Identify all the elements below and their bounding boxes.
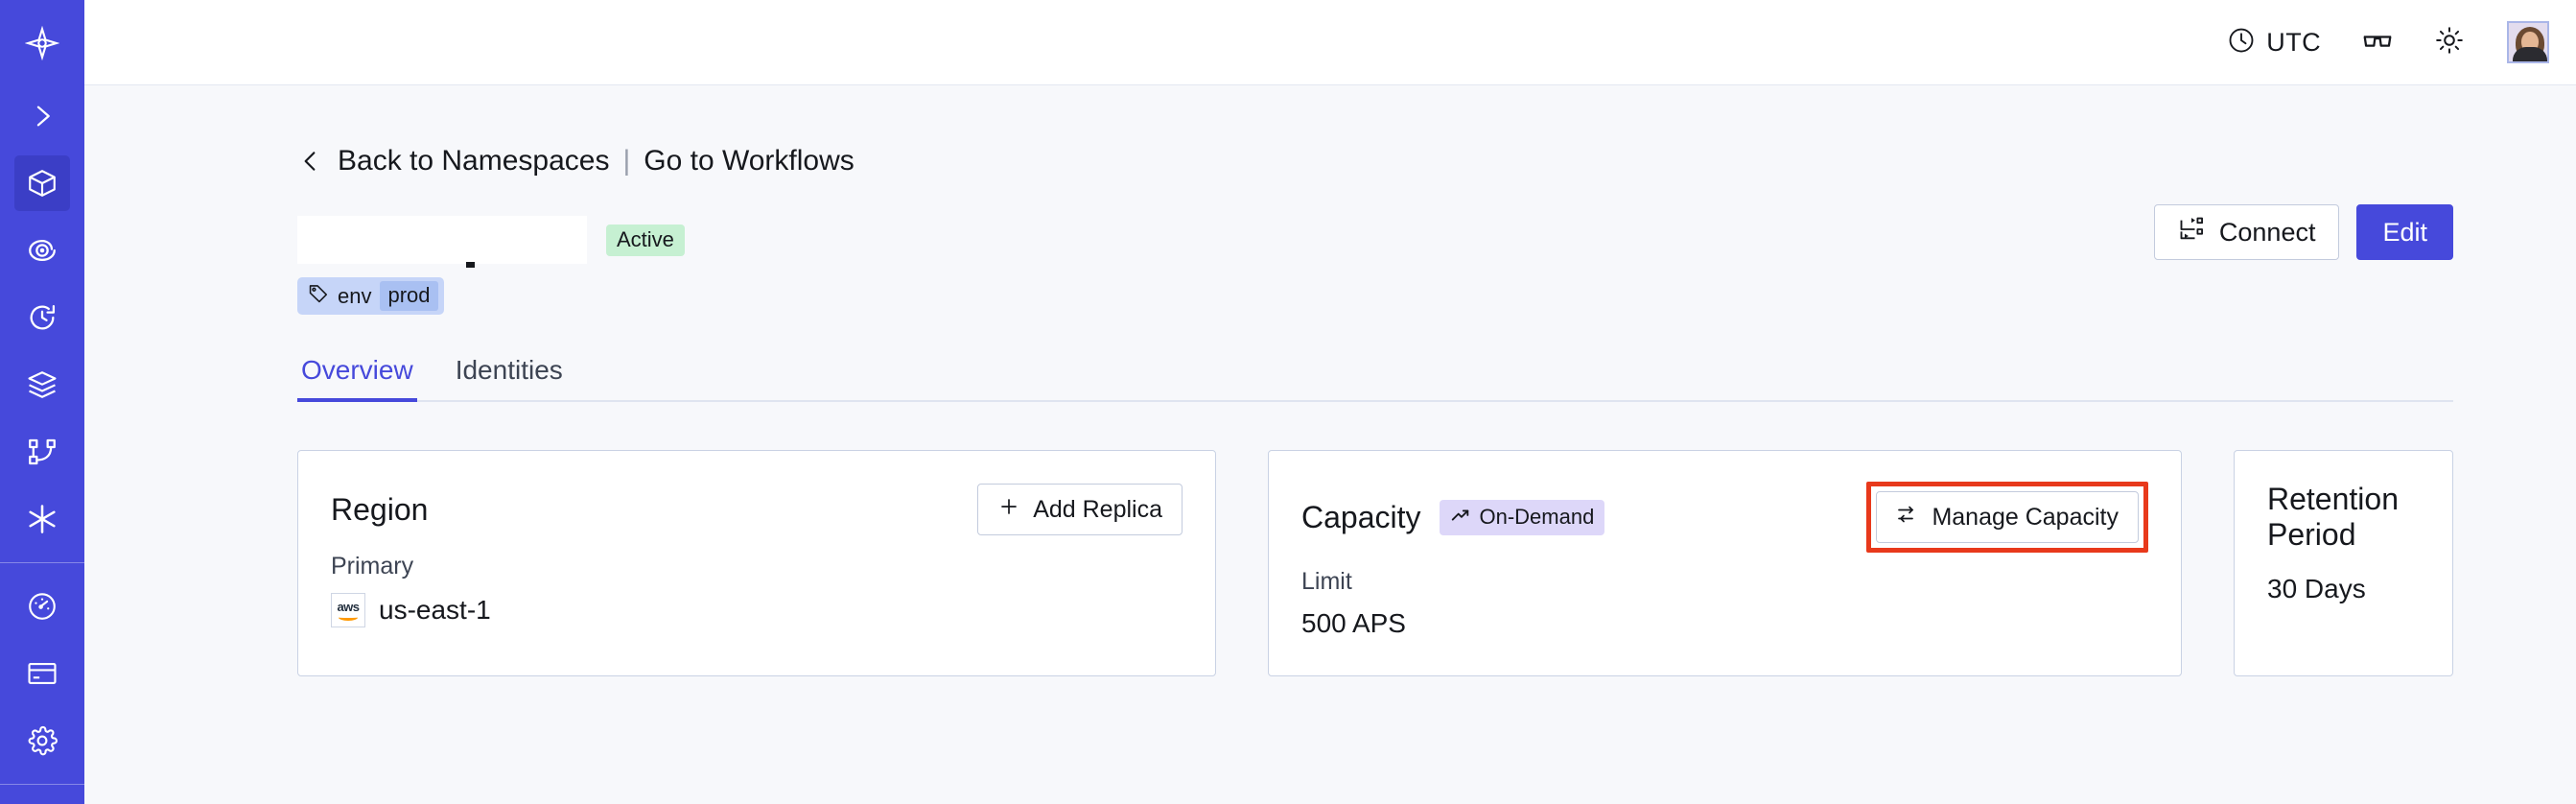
- sidebar-item-observability[interactable]: [14, 223, 70, 278]
- capacity-mode-badge: On-Demand: [1439, 499, 1605, 535]
- sidebar-item-workflows[interactable]: [14, 424, 70, 480]
- region-sub-label: Primary: [331, 553, 414, 579]
- asterisk-icon: [25, 502, 59, 536]
- namespace-tag[interactable]: env prod: [297, 277, 444, 315]
- header-actions: Connect Edit: [2153, 204, 2453, 260]
- docs-button[interactable]: [2361, 24, 2394, 61]
- timezone-label: UTC: [2266, 27, 2321, 57]
- sidebar: [0, 0, 84, 804]
- aws-logo-swoosh: [339, 614, 358, 621]
- chevron-right-icon: [27, 101, 58, 131]
- manage-capacity-label: Manage Capacity: [1932, 503, 2119, 531]
- sun-icon: [2434, 25, 2465, 60]
- sidebar-item-settings[interactable]: [14, 713, 70, 769]
- page-title: [297, 216, 587, 268]
- connection-icon: [2178, 216, 2205, 249]
- capacity-card-title: Capacity: [1301, 499, 1421, 534]
- avatar-body: [2513, 47, 2547, 61]
- tag-value: prod: [380, 281, 438, 311]
- tab-identities[interactable]: Identities: [455, 355, 563, 385]
- capacity-mode-label: On-Demand: [1479, 504, 1595, 529]
- avatar[interactable]: [2507, 21, 2549, 63]
- tab-overview[interactable]: Overview: [297, 355, 417, 402]
- region-card-title-group: Region: [331, 492, 428, 528]
- temporal-logo-icon: [25, 26, 59, 60]
- capacity-value: 500 APS: [1301, 608, 1406, 638]
- region-card-title: Region: [331, 491, 429, 527]
- manage-capacity-highlight: Manage Capacity: [1866, 482, 2148, 553]
- edit-button-label: Edit: [2382, 217, 2427, 247]
- add-replica-label: Add Replica: [1033, 495, 1162, 523]
- capacity-card-header: Capacity On-Demand: [1301, 482, 2148, 553]
- sidebar-item-batch[interactable]: [14, 357, 70, 413]
- edit-button[interactable]: Edit: [2356, 204, 2453, 260]
- capacity-card-title-group: Capacity On-Demand: [1301, 499, 1605, 535]
- retention-card-title: Retention Period: [2267, 482, 2399, 552]
- sidebar-item-usage[interactable]: [14, 579, 70, 634]
- breadcrumb: Back to Namespaces | Go to Workflows: [297, 145, 2453, 177]
- sidebar-item-expand[interactable]: [14, 88, 70, 144]
- main-content: Back to Namespaces | Go to Workflows Act…: [84, 85, 2576, 804]
- theme-toggle-button[interactable]: [2434, 25, 2465, 60]
- title-dot-glyph: [466, 262, 475, 268]
- page-title-row: Active: [297, 204, 2453, 268]
- region-value-row: aws us-east-1: [331, 593, 1183, 627]
- chevron-left-icon[interactable]: [297, 147, 322, 176]
- sliders-icon: [1896, 503, 1919, 532]
- glasses-icon: [2361, 24, 2394, 61]
- timezone-selector[interactable]: UTC: [2227, 26, 2321, 59]
- tag-icon: [308, 283, 329, 310]
- capacity-card: Capacity On-Demand: [1268, 450, 2182, 676]
- breadcrumb-separator: |: [622, 145, 631, 177]
- add-replica-button[interactable]: Add Replica: [977, 484, 1183, 535]
- cube-icon: [26, 167, 59, 200]
- capacity-sub-label: Limit: [1301, 568, 1352, 595]
- region-card: Region Add Replica Pr: [297, 450, 1216, 676]
- overview-cards: Region Add Replica Pr: [297, 450, 2453, 676]
- gear-icon: [26, 724, 59, 757]
- sidebar-divider-1: [0, 562, 84, 563]
- eye-spiral-icon: [26, 234, 59, 267]
- topbar: UTC: [84, 0, 2576, 85]
- clock-icon: [2227, 26, 2256, 59]
- status-badge: Active: [606, 224, 685, 256]
- sidebar-item-schedules[interactable]: [14, 290, 70, 345]
- connect-button[interactable]: Connect: [2153, 204, 2340, 260]
- sidebar-divider-2: [0, 784, 84, 785]
- layers-icon: [26, 368, 59, 401]
- tag-key: env: [338, 283, 372, 308]
- retention-card-header: Retention Period: [2267, 482, 2420, 553]
- credit-card-icon: [26, 657, 59, 690]
- gauge-icon: [26, 590, 59, 623]
- sidebar-item-namespaces[interactable]: [14, 155, 70, 211]
- retention-card-title-group: Retention Period: [2267, 482, 2420, 553]
- breadcrumb-back-link[interactable]: Back to Namespaces: [338, 145, 610, 177]
- retention-card: Retention Period 30 Days: [2234, 450, 2453, 676]
- clock-rotate-icon: [26, 301, 59, 334]
- sidebar-item-nexus[interactable]: [14, 491, 70, 547]
- manage-capacity-button[interactable]: Manage Capacity: [1876, 491, 2139, 543]
- retention-value: 30 Days: [2267, 574, 2366, 603]
- breadcrumb-workflows-link[interactable]: Go to Workflows: [644, 145, 855, 177]
- connect-button-label: Connect: [2218, 217, 2316, 247]
- tag-row: env prod: [297, 277, 2453, 315]
- aws-logo-text: aws: [337, 599, 360, 614]
- sidebar-item-billing[interactable]: [14, 646, 70, 701]
- aws-logo: aws: [331, 593, 365, 627]
- sitemap-icon: [26, 436, 59, 468]
- region-card-header: Region Add Replica: [331, 482, 1183, 537]
- region-value: us-east-1: [379, 595, 491, 625]
- plus-icon: [997, 495, 1020, 525]
- sidebar-item-logo[interactable]: [14, 15, 70, 71]
- trending-up-icon: [1450, 505, 1471, 530]
- content-column: UTC: [84, 0, 2576, 804]
- tab-bar: Overview Identities: [297, 355, 2453, 402]
